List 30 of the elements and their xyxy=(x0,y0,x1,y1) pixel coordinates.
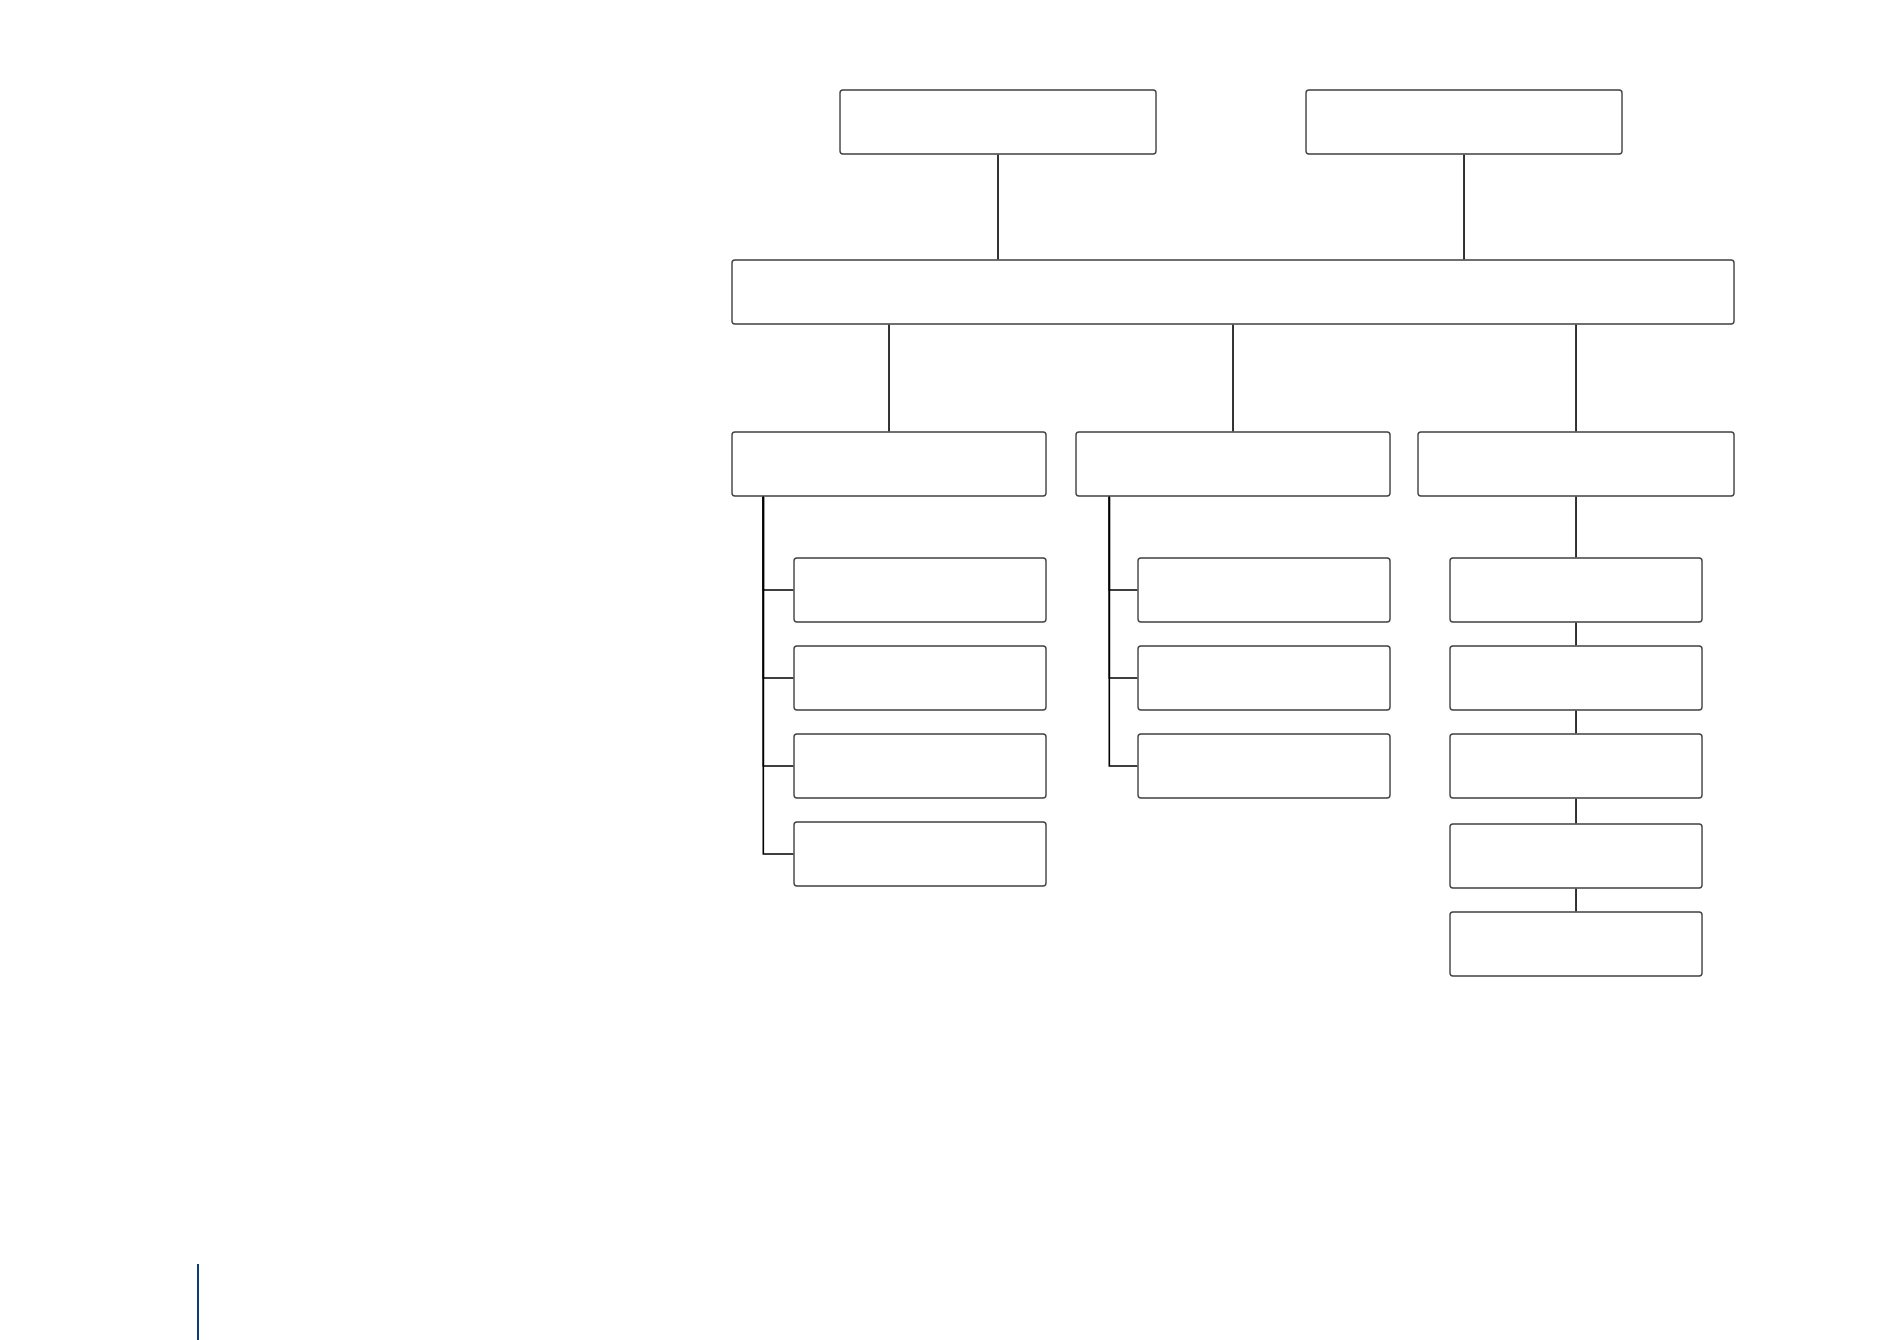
empty-box xyxy=(1449,911,1703,977)
connector-line xyxy=(1575,887,1577,913)
empty-box xyxy=(731,431,1047,497)
empty-box xyxy=(793,733,1047,799)
empty-box xyxy=(1449,645,1703,711)
connector-line xyxy=(762,495,795,855)
empty-box xyxy=(1305,89,1623,155)
empty-box xyxy=(1449,823,1703,889)
empty-box xyxy=(839,89,1157,155)
empty-box xyxy=(1449,557,1703,623)
connector-line xyxy=(1575,621,1577,647)
connector-line xyxy=(1575,709,1577,735)
connector-line xyxy=(1575,797,1577,825)
connector-line xyxy=(1463,153,1465,261)
empty-box xyxy=(1137,645,1391,711)
connector-line xyxy=(1232,323,1234,433)
empty-box xyxy=(793,821,1047,887)
connector-line xyxy=(1575,323,1577,433)
empty-box xyxy=(793,645,1047,711)
empty-box xyxy=(1417,431,1735,497)
empty-box xyxy=(1137,733,1391,799)
empty-box xyxy=(1075,431,1391,497)
connector-line xyxy=(997,153,999,261)
empty-box xyxy=(731,259,1735,325)
connector-line xyxy=(1575,495,1577,559)
empty-box xyxy=(793,557,1047,623)
empty-box xyxy=(1449,733,1703,799)
empty-box xyxy=(1137,557,1391,623)
connector-line xyxy=(888,323,890,433)
connector-line xyxy=(1108,495,1139,767)
